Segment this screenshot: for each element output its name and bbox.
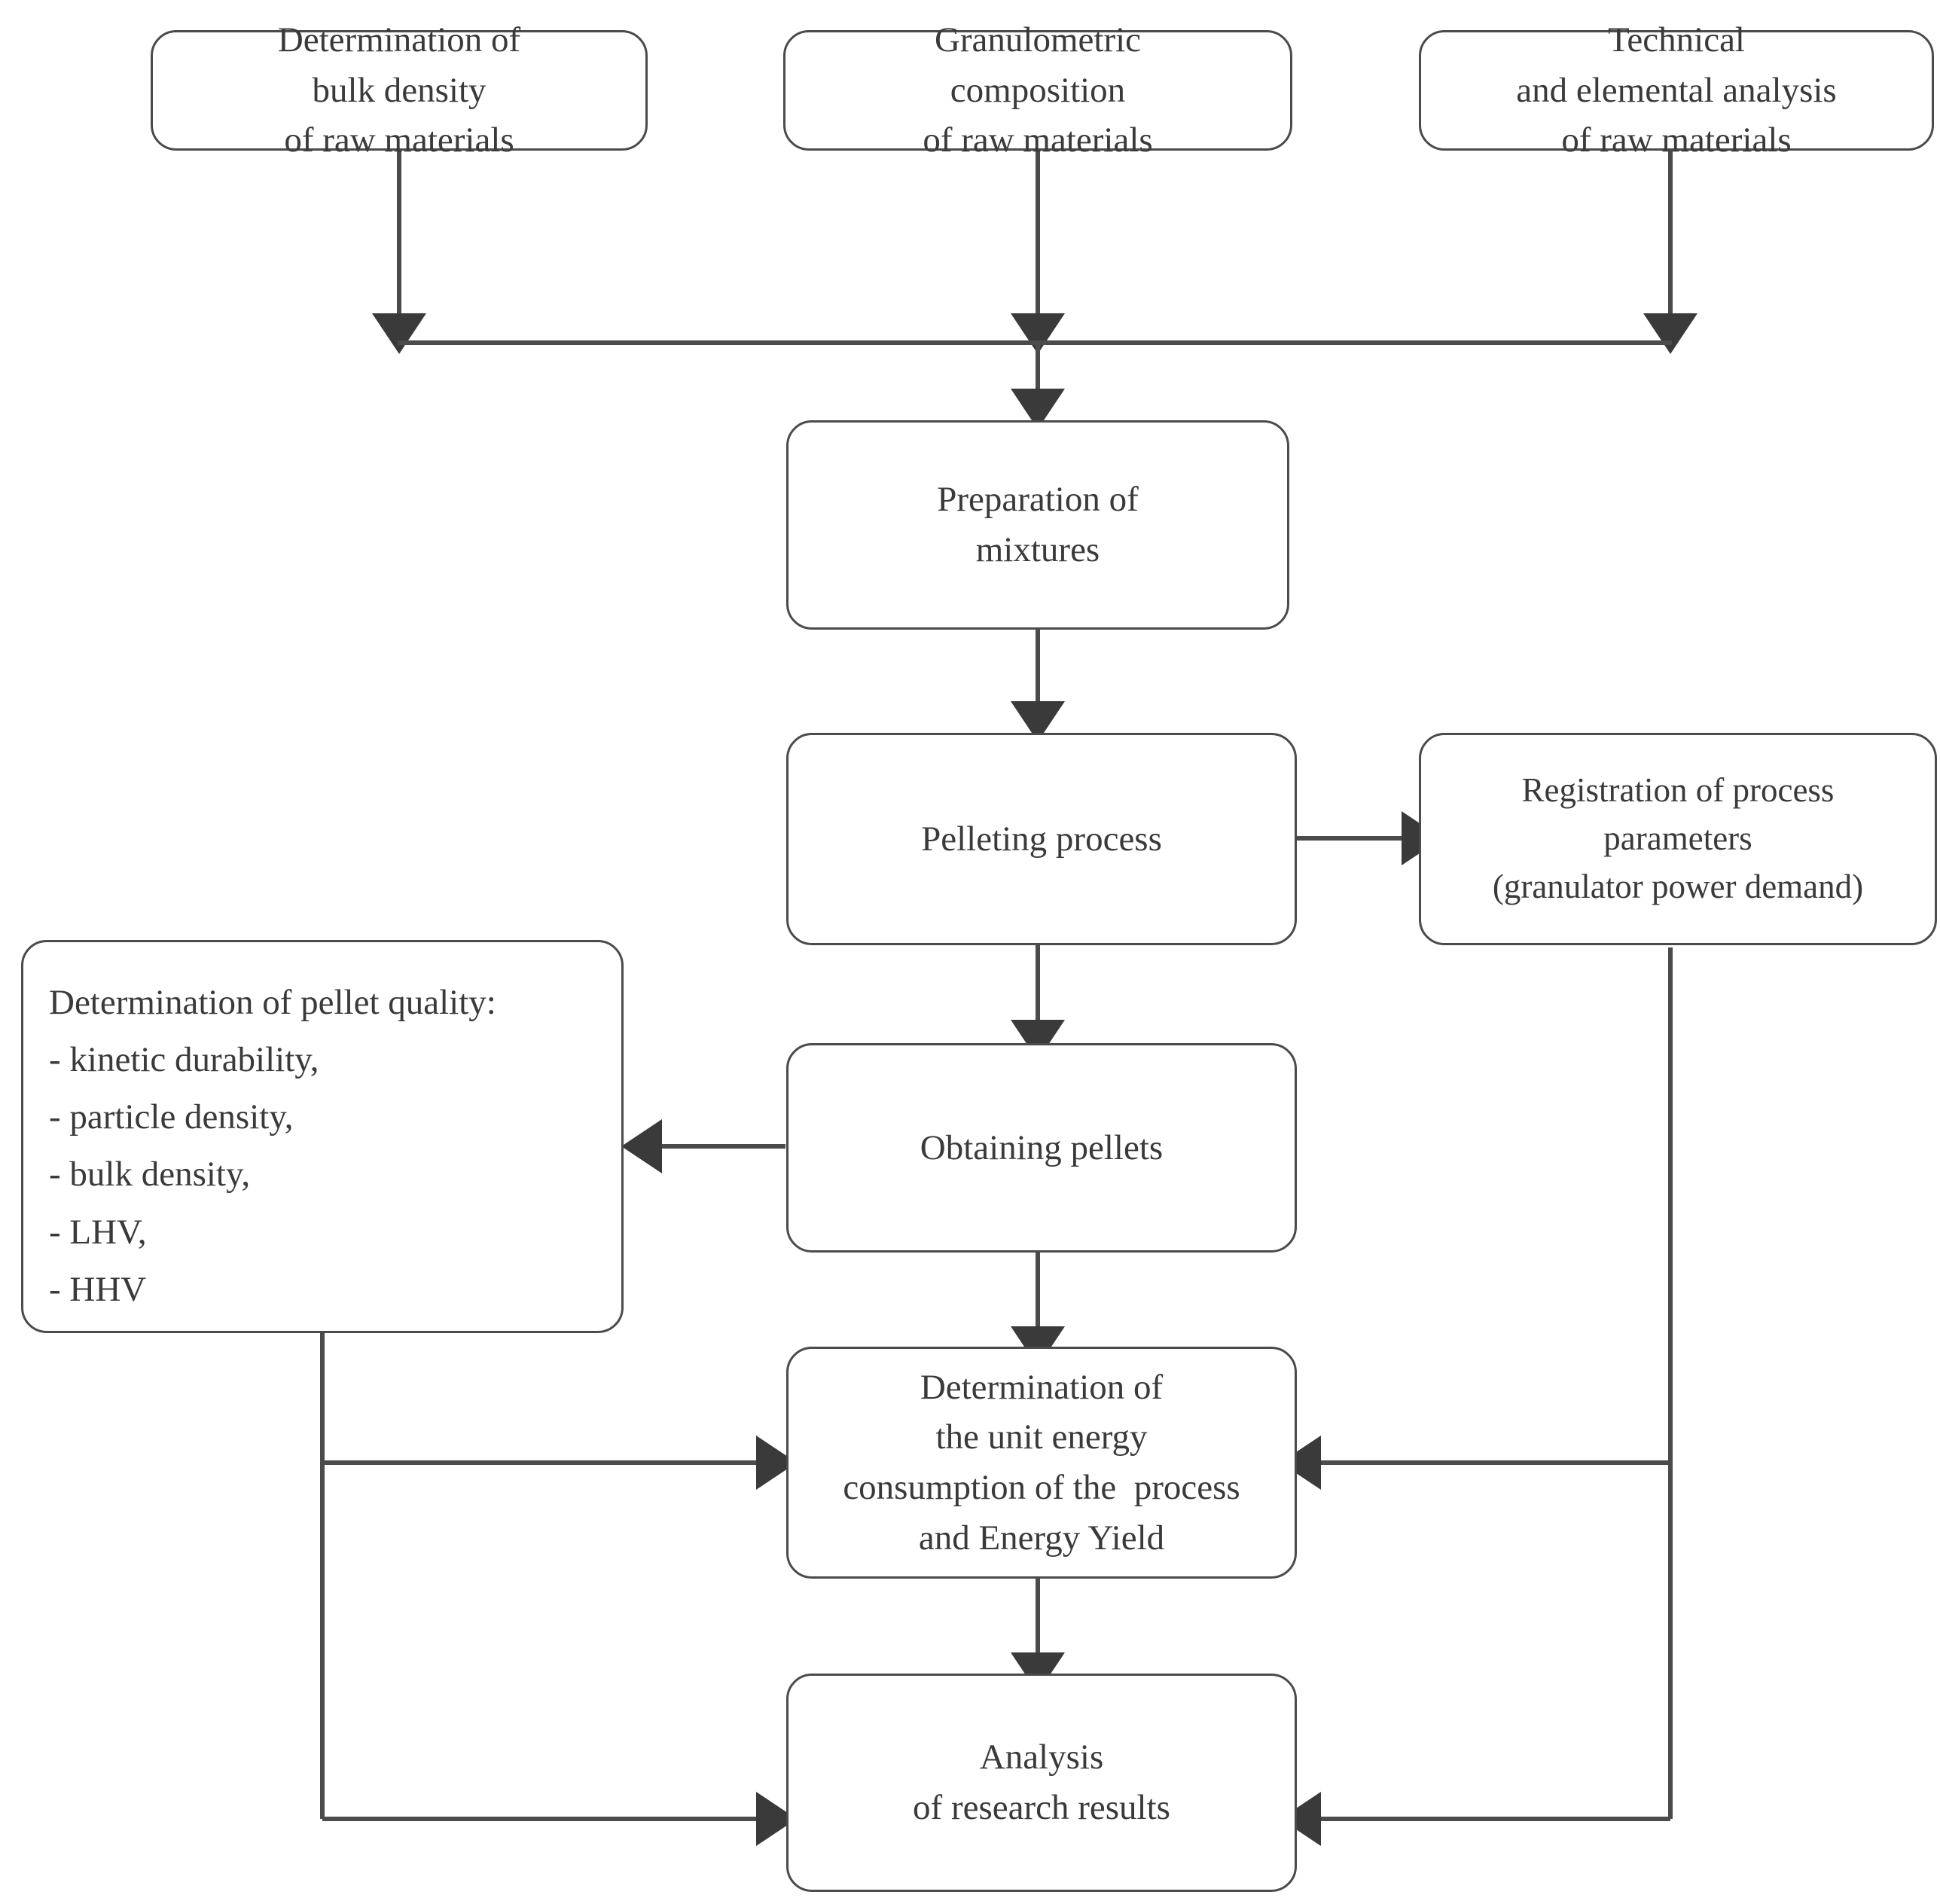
- node-analysis-of-research-results[interactable]: Analysis of research results: [786, 1674, 1297, 1892]
- node-bulk-density-line-2: bulk density: [312, 70, 487, 110]
- node-preparation-of-mixtures[interactable]: Preparation of mixtures: [786, 420, 1289, 630]
- node-energy-line-1: Determination of: [920, 1367, 1164, 1407]
- node-bulk-density-line-1: Determination of: [277, 20, 521, 60]
- node-obtaining-line-1: Obtaining pellets: [920, 1127, 1164, 1167]
- node-granulometric-line-2: composition: [950, 70, 1126, 110]
- node-analysis-line-1: Analysis: [979, 1738, 1104, 1777]
- node-registration-line-3: (granulator power demand): [1492, 867, 1864, 905]
- node-bulk-density[interactable]: Determination of bulk density of raw mat…: [151, 20, 648, 160]
- node-registration-line-1: Registration of process: [1521, 771, 1835, 810]
- node-pellet-quality-line-6: - HHV: [49, 1269, 147, 1309]
- node-pellet-quality-line-3: - particle density,: [49, 1097, 294, 1137]
- node-pellet-quality-line-1: Determination of pellet quality:: [49, 983, 496, 1022]
- node-granulometric-line-3: of raw materials: [923, 121, 1153, 160]
- node-pellet-quality-line-4: - bulk density,: [49, 1155, 251, 1195]
- node-preparation-line-2: mixtures: [975, 530, 1100, 569]
- node-granulometric-composition[interactable]: Granulometric composition of raw materia…: [783, 20, 1292, 160]
- node-technical-line-3: of raw materials: [1561, 121, 1792, 160]
- node-analysis-line-2: of research results: [913, 1788, 1170, 1827]
- node-energy-line-3: consumption of the process: [843, 1468, 1240, 1507]
- node-technical-elemental-analysis[interactable]: Technical and elemental analysis of raw …: [1419, 20, 1934, 160]
- node-pelleting-line-1: Pelleting process: [921, 819, 1162, 859]
- node-obtaining-pellets[interactable]: Obtaining pellets: [786, 1043, 1297, 1253]
- node-preparation-line-1: Preparation of: [937, 480, 1139, 520]
- node-registration-line-2: parameters: [1603, 819, 1752, 858]
- node-bulk-density-line-3: of raw materials: [284, 121, 514, 160]
- node-energy-line-2: the unit energy: [935, 1417, 1148, 1457]
- node-determination-of-pellet-quality[interactable]: Determination of pellet quality: - kinet…: [21, 940, 624, 1333]
- node-pelleting-process[interactable]: Pelleting process: [786, 733, 1297, 945]
- node-determination-unit-energy-consumption[interactable]: Determination of the unit energy consump…: [786, 1347, 1297, 1579]
- node-energy-line-4: and Energy Yield: [918, 1518, 1165, 1558]
- node-technical-line-1: Technical: [1608, 20, 1745, 60]
- node-pellet-quality-line-2: - kinetic durability,: [49, 1040, 319, 1080]
- node-granulometric-line-1: Granulometric: [934, 20, 1142, 60]
- node-technical-line-2: and elemental analysis: [1516, 70, 1837, 110]
- node-pellet-quality-line-5: - LHV,: [49, 1212, 147, 1252]
- node-registration-of-process-parameters[interactable]: Registration of process parameters (gran…: [1419, 733, 1937, 945]
